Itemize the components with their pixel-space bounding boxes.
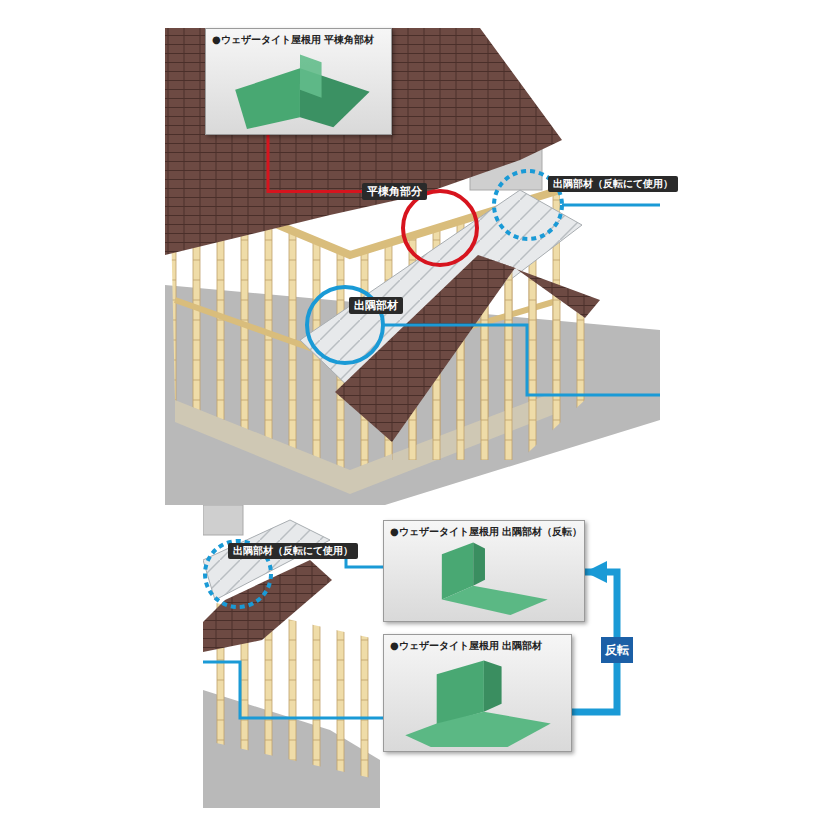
main-roof bbox=[165, 28, 562, 255]
edge-label: 反転 bbox=[601, 637, 633, 663]
leader-line bbox=[562, 204, 660, 207]
label-text: ●ウェザータイト屋根用 出隅部材（反転） bbox=[384, 521, 584, 538]
lower-roof bbox=[478, 255, 600, 318]
gray-wall bbox=[203, 505, 243, 535]
label-text: 出隅部材（反転にて使用） bbox=[553, 178, 673, 190]
foundation bbox=[175, 390, 560, 494]
connector bbox=[346, 559, 383, 567]
top-illustration bbox=[165, 28, 660, 505]
lower-roof bbox=[335, 255, 515, 442]
flashing-part-figure bbox=[384, 635, 571, 751]
highlight-circle bbox=[403, 191, 477, 265]
label-text: 出隅部材 bbox=[354, 299, 398, 312]
wall-frame bbox=[170, 180, 350, 470]
ground bbox=[203, 690, 380, 808]
wall-frame bbox=[203, 600, 380, 780]
beam bbox=[175, 300, 560, 362]
callout-tag: 平棟角部分 bbox=[362, 183, 427, 200]
top-plate bbox=[170, 180, 560, 255]
label-text: 平棟角部分 bbox=[367, 185, 422, 198]
gray-wall bbox=[470, 128, 542, 190]
lower-roof bbox=[203, 560, 332, 652]
label-text: ●ウェザータイト屋根用 出隅部材 bbox=[384, 635, 571, 652]
connector bbox=[268, 135, 362, 192]
bottom-illustration bbox=[203, 505, 380, 808]
label-text: 出隅部材（反転にて使用） bbox=[233, 545, 353, 557]
gable-frame bbox=[392, 268, 585, 460]
detail-inset: ●ウェザータイト屋根用 平棟角部材 bbox=[205, 28, 392, 135]
detail-inset: ●ウェザータイト屋根用 出隅部材（反転） bbox=[383, 520, 585, 622]
callout-tag: 出隅部材（反転にて使用） bbox=[548, 176, 678, 192]
wall-frame bbox=[350, 190, 560, 470]
roof-decking bbox=[300, 190, 582, 396]
callout-tag: 出隅部材 bbox=[349, 297, 403, 314]
leader-line bbox=[203, 662, 383, 718]
leader-line bbox=[383, 325, 660, 395]
ground bbox=[165, 285, 660, 505]
detail-inset: ●ウェザータイト屋根用 出隅部材 bbox=[383, 634, 572, 752]
callout-tag: 出隅部材（反転にて使用） bbox=[228, 543, 358, 559]
label-text: ●ウェザータイト屋根用 平棟角部材 bbox=[206, 29, 391, 46]
roof-decking bbox=[203, 520, 330, 600]
